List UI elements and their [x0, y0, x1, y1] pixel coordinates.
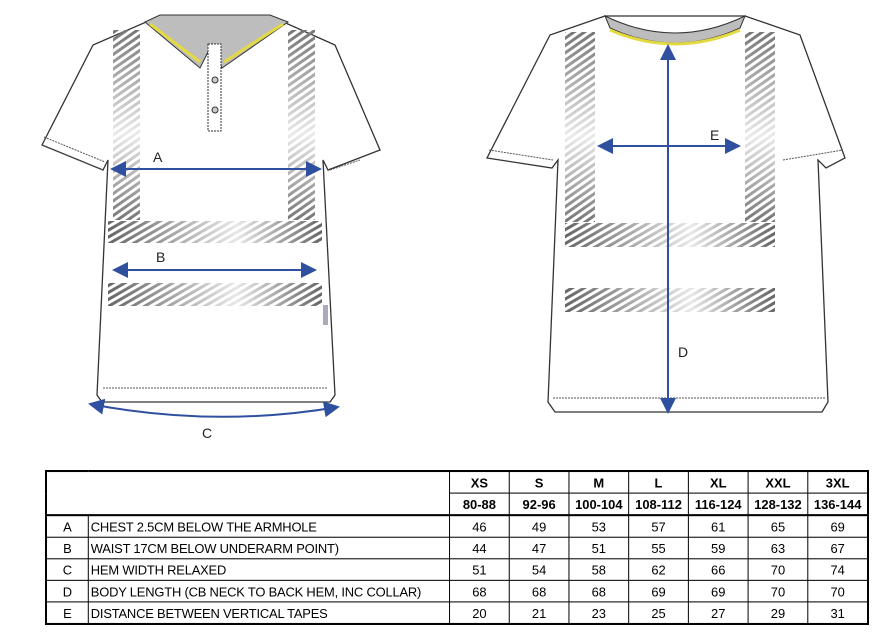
- range-s: 92-96: [508, 492, 570, 516]
- measurement-value: 53: [568, 514, 630, 538]
- measurement-value: 70: [747, 558, 809, 581]
- measurement-value: 47: [508, 536, 570, 560]
- size-s: S: [508, 470, 570, 494]
- label-d: D: [678, 344, 688, 360]
- measurement-code: E: [45, 601, 89, 625]
- measurement-value: 61: [687, 514, 749, 538]
- measurement-code: D: [45, 579, 89, 603]
- arrow-c: [88, 398, 340, 418]
- measurement-value: 51: [449, 558, 510, 581]
- front-shirt: A B C: [41, 14, 381, 441]
- measurement-code: A: [45, 514, 89, 538]
- measurement-value: 21: [508, 601, 570, 625]
- measurement-value: 59: [687, 536, 749, 560]
- measurement-value: 27: [687, 601, 749, 625]
- measurement-value: 23: [568, 601, 630, 625]
- measurement-value: 25: [628, 601, 689, 625]
- range-l: 108-112: [628, 492, 689, 516]
- range-xs: 80-88: [449, 492, 510, 516]
- measurement-value: 74: [807, 558, 869, 581]
- blank-header-cell: [45, 470, 451, 517]
- measurement-value: 63: [747, 536, 809, 560]
- measurement-value: 69: [628, 579, 689, 603]
- size-chart-table: XS S M L XL XXL 3XL 80-88 92-96 100-104 …: [45, 470, 869, 625]
- measurement-value: 67: [807, 536, 869, 560]
- label-b: B: [156, 249, 165, 265]
- size-3xl: 3XL: [807, 470, 869, 494]
- size-xs: XS: [449, 470, 510, 494]
- measurement-value: 70: [747, 579, 809, 603]
- measurement-label: DISTANCE BETWEEN VERTICAL TAPES: [87, 601, 451, 625]
- back-shirt: E D: [486, 14, 846, 414]
- measurement-value: 20: [449, 601, 510, 625]
- size-diagram: A B C E D: [41, 14, 846, 441]
- measurement-value: 54: [508, 558, 570, 581]
- size-m: M: [568, 470, 630, 494]
- measurement-value: 44: [449, 536, 510, 560]
- measurement-value: 69: [807, 514, 869, 538]
- range-xl: 116-124: [687, 492, 749, 516]
- measurement-value: 69: [687, 579, 749, 603]
- label-e: E: [710, 127, 719, 143]
- size-header-row: XS S M L XL XXL 3XL: [45, 470, 869, 517]
- range-header-row: 80-88 92-96 100-104 108-112 116-124 128-…: [45, 492, 869, 516]
- measurement-value: 55: [628, 536, 689, 560]
- measurement-value: 49: [508, 514, 570, 538]
- range-3xl: 136-144: [807, 492, 869, 516]
- size-l: L: [628, 470, 689, 494]
- measurement-value: 62: [628, 558, 689, 581]
- measurement-code: B: [45, 536, 89, 560]
- size-xxl: XXL: [747, 470, 809, 494]
- range-m: 100-104: [568, 492, 630, 516]
- label-a: A: [153, 149, 163, 165]
- measurement-value: 68: [568, 579, 630, 603]
- measurement-value: 51: [568, 536, 630, 560]
- measurement-label: HEM WIDTH RELAXED: [87, 558, 451, 581]
- measurement-code: C: [45, 558, 89, 581]
- measurement-value: 70: [807, 579, 869, 603]
- measurement-value: 31: [807, 601, 869, 625]
- measurement-label: WAIST 17CM BELOW UNDERARM POINT): [87, 536, 451, 560]
- measurement-value: 57: [628, 514, 689, 538]
- measurement-label: CHEST 2.5CM BELOW THE ARMHOLE: [87, 514, 451, 538]
- size-xl: XL: [687, 470, 749, 494]
- collar: [144, 14, 290, 69]
- range-xxl: 128-132: [747, 492, 809, 516]
- measurement-label: BODY LENGTH (CB NECK TO BACK HEM, INC CO…: [87, 579, 451, 603]
- label-c: C: [202, 425, 212, 441]
- measurement-value: 68: [508, 579, 570, 603]
- measurement-value: 66: [687, 558, 749, 581]
- measurement-value: 68: [449, 579, 510, 603]
- measurement-value: 46: [449, 514, 510, 538]
- measurement-value: 58: [568, 558, 630, 581]
- measurement-value: 65: [747, 514, 809, 538]
- measurement-value: 29: [747, 601, 809, 625]
